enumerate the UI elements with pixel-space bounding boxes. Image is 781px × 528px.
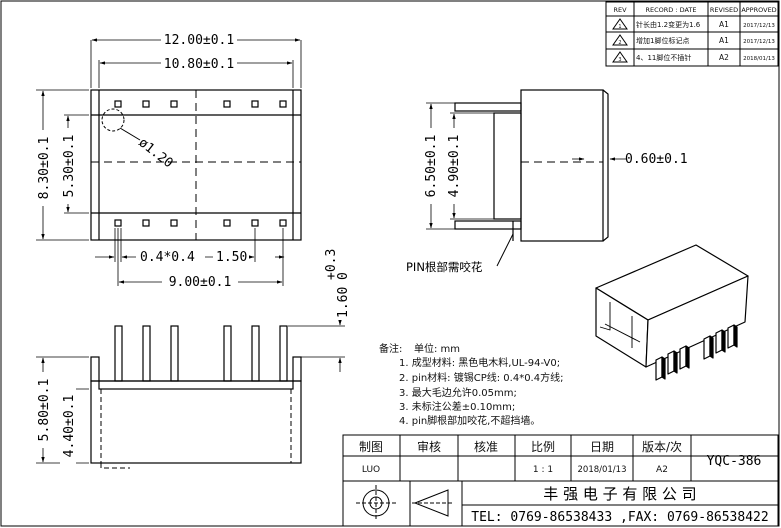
projection-symbol-icon — [356, 485, 452, 521]
side-thickness-label: 0.60±0.1 — [625, 152, 688, 167]
inner-width-label: 10.80±0.1 — [164, 57, 234, 72]
rev-triangle-1-icon — [612, 18, 628, 30]
pin-root-callout: PIN根部需咬花 — [406, 260, 483, 274]
tb-value-version: A2 — [656, 465, 668, 475]
rev-row1-record: 针长由1.2变更为1.6 — [636, 20, 701, 29]
rev-row3-number: 3 — [618, 57, 621, 63]
isometric-view — [595, 244, 749, 381]
rev-row3-revised: A2 — [719, 53, 729, 62]
body-height-label: 5.80±0.1 — [37, 379, 52, 442]
note-item-3: 3. 最大毛边允许0.05mm; — [399, 386, 517, 399]
tb-header-date: 日期 — [590, 440, 614, 454]
side-view — [454, 89, 609, 242]
tb-header-scale: 比例 — [531, 440, 555, 454]
side-height-a-label: 6.50±0.1 — [424, 135, 439, 198]
company-contact: TEL: 0769-86538433 ,FAX: 0769-86538422 — [471, 510, 768, 525]
rev-row1-number: 1 — [618, 24, 621, 30]
bottom-pin-row — [114, 219, 287, 227]
rev-row3-record: 4、11脚位不插针 — [636, 53, 691, 62]
pin-length-tol-upper: +0.3 — [324, 249, 339, 280]
title-block — [342, 434, 779, 527]
inner-depth-label: 5.30±0.1 — [62, 135, 77, 198]
front-hidden-foot — [100, 463, 130, 469]
rev-triangle-2-icon — [612, 34, 628, 46]
tb-value-drawn: LUO — [362, 465, 380, 475]
rev-row2-record: 增加1脚位标记点 — [636, 36, 689, 45]
notes-title: 备注: — [379, 342, 402, 355]
note-item-4: 3. 未标注公差±0.10mm; — [399, 400, 515, 413]
rev-header-revised: REVISED — [710, 6, 738, 14]
rev-header-rev: REV — [613, 6, 627, 14]
callout-leader — [496, 233, 514, 267]
rev-row2-approved: 2017/12/13 — [743, 39, 775, 45]
company-name: 丰 强 电 子 有 限 公 司 — [543, 485, 696, 503]
top-view — [90, 89, 302, 241]
pin-length-label: 1.60 — [336, 287, 351, 318]
part-number: YQC-386 — [707, 454, 762, 469]
rev-header-approved: APPROVED — [741, 6, 776, 14]
note-item-2: 2. pin材料: 镀锡CP线: 0.4*0.4方线; — [399, 371, 563, 384]
tb-value-scale: 1 : 1 — [533, 465, 553, 475]
pin-mark-circle — [101, 108, 125, 132]
tb-header-version: 版本/次 — [642, 440, 682, 454]
notes-unit: 单位: mm — [414, 342, 460, 355]
note-item-1: 1. 成型材料: 黑色电木料,UL-94-V0; — [399, 356, 560, 369]
overall-depth-label: 8.30±0.1 — [37, 137, 52, 200]
rev-header-record: RECORD : DATE — [645, 6, 696, 14]
pin-mark-leader — [119, 127, 141, 141]
tb-header-approved: 核准 — [474, 440, 498, 454]
pin-mark-diameter-label: ø1.20 — [136, 135, 176, 171]
revision-table — [605, 1, 779, 67]
note-item-5: 4. pin脚根部加咬花,不超挡墙。 — [399, 414, 540, 427]
tb-header-checked: 审核 — [417, 439, 441, 454]
tb-header-drawn: 制图 — [359, 440, 383, 454]
base-height-label: 4.40±0.1 — [62, 395, 77, 458]
overall-width-label: 12.00±0.1 — [164, 33, 234, 48]
pin-size-label: 0.4*0.4 — [140, 250, 195, 265]
rev-row1-approved: 2017/12/13 — [743, 23, 775, 29]
top-pin-row — [114, 100, 287, 108]
tb-value-date: 2018/01/13 — [578, 465, 627, 475]
pin-length-tol-lower: 0 — [336, 272, 351, 280]
rev-row2-number: 2 — [618, 40, 621, 46]
rev-row2-revised: A1 — [719, 36, 729, 45]
front-view — [90, 325, 302, 464]
side-height-b-label: 4.90±0.1 — [447, 135, 462, 198]
pin-row-span-label: 9.00±0.1 — [169, 275, 232, 290]
rev-row3-approved: 2018/01/13 — [743, 56, 775, 62]
rev-row1-revised: A1 — [719, 20, 729, 29]
pin-pitch-label: 1.50 — [216, 250, 247, 265]
rev-triangle-3-icon — [612, 51, 628, 63]
